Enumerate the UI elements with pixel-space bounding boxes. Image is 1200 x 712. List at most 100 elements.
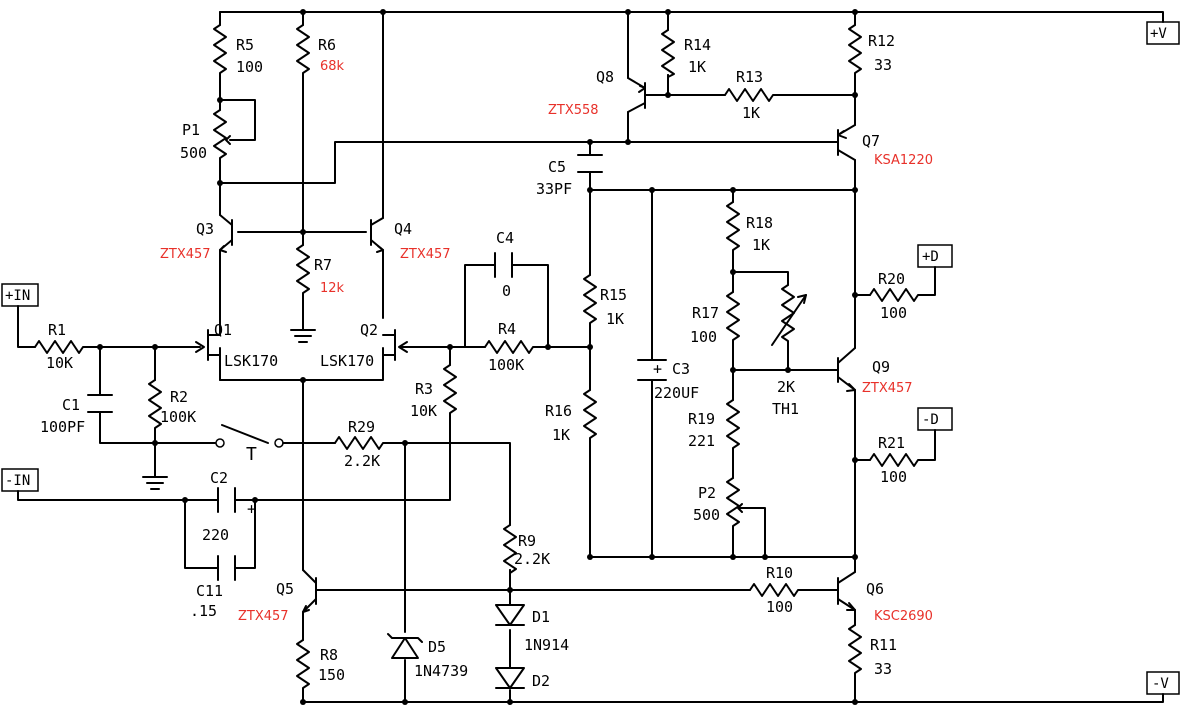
- resistor-r5[interactable]: R5 100: [213, 24, 263, 76]
- resistor-ref: R18: [746, 214, 773, 232]
- junctions: [97, 9, 858, 705]
- junction-dot: [152, 344, 158, 350]
- capacitor-c4[interactable]: C4 0: [494, 229, 514, 300]
- transistor-q4[interactable]: Q4 ZTX457: [370, 217, 451, 262]
- junction-dot: [587, 344, 593, 350]
- diode-part: 1N4739: [414, 662, 468, 680]
- junction-dot: [507, 587, 513, 593]
- port-pos-in[interactable]: +IN: [1, 283, 39, 307]
- resistor-r8[interactable]: R8 150: [296, 639, 345, 691]
- transistor-ref: Q1: [214, 321, 232, 339]
- resistor-r17[interactable]: R17 100: [690, 291, 740, 346]
- junction-dot: [730, 554, 736, 560]
- junction-dot: [852, 457, 858, 463]
- resistor-ref: R21: [878, 434, 905, 452]
- resistor-r1[interactable]: R1 10K: [34, 321, 86, 372]
- resistor-value: 100: [880, 304, 907, 322]
- capacitor-value: 0: [502, 282, 511, 300]
- resistor-value: 68k: [320, 59, 345, 74]
- zener-diode-d5[interactable]: D5 1N4739: [387, 633, 468, 680]
- transistor-q7[interactable]: Q7 KSA1220: [837, 124, 933, 168]
- transistor-q3[interactable]: Q3 ZTX457: [160, 214, 233, 262]
- resistor-r7[interactable]: R7 12k: [296, 244, 345, 296]
- transistor-q9[interactable]: Q9 ZTX457: [837, 347, 913, 396]
- thermistor-th1[interactable]: 2K TH1: [771, 284, 807, 418]
- resistor-r29[interactable]: R29 2.2K: [334, 418, 391, 470]
- capacitor-ref: C3: [672, 360, 690, 378]
- thermistor-value: 2K: [777, 378, 795, 396]
- resistor-ref: R6: [318, 36, 336, 54]
- capacitor-c11[interactable]: C11 .15: [190, 555, 236, 620]
- resistor-ref: R17: [692, 304, 719, 322]
- resistor-ref: R10: [766, 564, 793, 582]
- resistor-r4[interactable]: R4 100K: [484, 320, 536, 374]
- resistor-r9[interactable]: R9 2.2K: [503, 524, 550, 574]
- capacitor-ref: C2: [210, 469, 228, 487]
- jfet-q2[interactable]: Q2 LSK170: [320, 321, 408, 370]
- port-neg-d[interactable]: -D: [917, 407, 953, 431]
- junction-dot: [252, 497, 258, 503]
- resistor-r18[interactable]: R18 1K: [726, 201, 773, 256]
- diode-d2[interactable]: D2: [495, 667, 550, 690]
- capacitor-c1[interactable]: C1 100PF: [40, 394, 113, 436]
- capacitor-c5[interactable]: C5 33PF: [536, 154, 603, 198]
- resistor-r10[interactable]: R10 100: [749, 564, 806, 616]
- transistor-q5[interactable]: Q5 ZTX457: [238, 569, 317, 624]
- resistor-r16[interactable]: R16 1K: [545, 389, 597, 451]
- port-pos-d[interactable]: +D: [917, 244, 953, 268]
- resistor-ref: R5: [236, 36, 254, 54]
- resistor-r13[interactable]: R13 1K: [724, 68, 781, 122]
- jfet-q1[interactable]: Q1 LSK170: [195, 317, 278, 381]
- capacitor-polarity: +: [247, 500, 256, 518]
- resistor-r3[interactable]: R3 10K: [410, 364, 457, 420]
- resistor-r12[interactable]: R12 33: [848, 24, 895, 76]
- pot-p1[interactable]: P1 500: [180, 109, 241, 166]
- resistor-ref: R1: [48, 321, 66, 339]
- resistor-value: 1K: [688, 58, 706, 76]
- resistor-r19[interactable]: R19 221: [688, 399, 740, 456]
- junction-dot: [300, 377, 306, 383]
- resistor-r21[interactable]: R21 100: [869, 434, 921, 486]
- capacitor-polarity: +: [653, 360, 662, 378]
- junction-dot: [785, 367, 791, 373]
- port-neg-v[interactable]: -V: [1146, 671, 1180, 703]
- resistor-value: 100K: [488, 356, 524, 374]
- junction-dot: [587, 187, 593, 193]
- transistor-q8[interactable]: Q8 ZTX558: [548, 68, 646, 118]
- capacitor-value: 33PF: [536, 180, 572, 198]
- resistor-r2[interactable]: R2 100K: [148, 379, 196, 431]
- transistor-ref: Q4: [394, 220, 412, 238]
- resistor-value: 100: [880, 468, 907, 486]
- capacitor-c3[interactable]: + C3 220UF: [637, 359, 699, 402]
- junction-dot: [625, 9, 631, 15]
- resistor-ref: R2: [170, 388, 188, 406]
- switch-t[interactable]: T: [215, 424, 284, 465]
- resistor-r15[interactable]: R15 1K: [583, 274, 627, 346]
- junction-dot: [649, 554, 655, 560]
- transistor-ref: Q8: [596, 68, 614, 86]
- pot-p2[interactable]: P2 500: [693, 477, 747, 531]
- junction-dot: [587, 139, 593, 145]
- resistor-r14[interactable]: R14 1K: [661, 29, 711, 78]
- resistor-value: 100: [766, 598, 793, 616]
- resistor-value: 100: [236, 58, 263, 76]
- port-pos-v[interactable]: +V: [1146, 11, 1180, 45]
- junction-dot: [300, 229, 306, 235]
- junction-dot: [300, 9, 306, 15]
- pot-value: 500: [180, 144, 207, 162]
- diode-d1[interactable]: D1 1N914: [495, 604, 569, 654]
- resistor-ref: R4: [498, 320, 516, 338]
- resistor-r11[interactable]: R11 33: [848, 624, 897, 681]
- resistor-r20[interactable]: R20 100: [869, 270, 921, 322]
- port-pos-d-label: +D: [922, 249, 939, 265]
- port-neg-in[interactable]: -IN: [1, 468, 39, 492]
- capacitor-ref: C11: [196, 582, 223, 600]
- transistor-q6[interactable]: Q6 KSC2690: [837, 571, 933, 624]
- resistor-r6[interactable]: R6 68k: [296, 24, 345, 76]
- junction-dot: [665, 9, 671, 15]
- resistor-value: 33: [874, 660, 892, 678]
- junction-dot: [649, 187, 655, 193]
- capacitor-c2[interactable]: + C2 220: [202, 469, 256, 544]
- transistor-ref: Q5: [276, 580, 294, 598]
- resistor-value: 1K: [606, 310, 624, 328]
